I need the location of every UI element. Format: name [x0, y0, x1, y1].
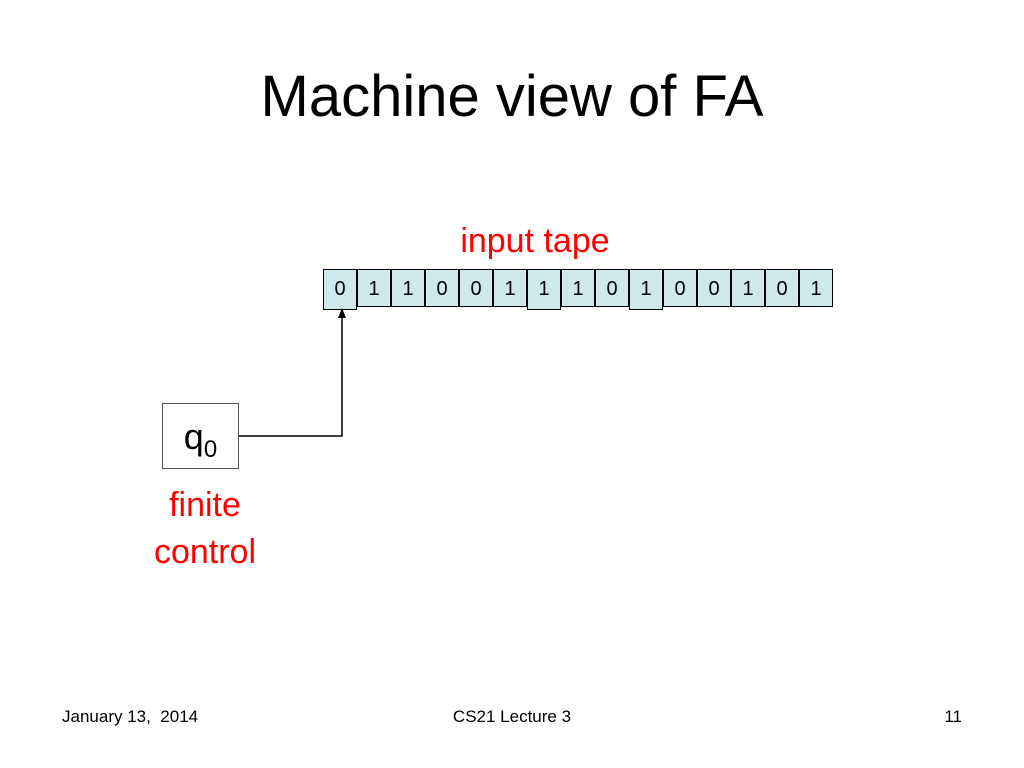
tape-cell: 0: [425, 269, 459, 307]
footer-page-number: 11: [944, 707, 962, 726]
finite-control-state: q0: [162, 403, 239, 469]
tape-cell: 0: [697, 269, 731, 307]
tape-cell: 1: [561, 269, 595, 307]
tape-cell: 0: [663, 269, 697, 307]
finite-control-label-line1: finite: [169, 486, 241, 524]
state-subscript: 0: [203, 436, 218, 463]
tape-cell: 1: [799, 269, 833, 307]
tape-cell: 0: [323, 269, 357, 310]
tape-cell: 1: [731, 269, 765, 307]
tape-cell: 1: [357, 269, 391, 307]
footer-course: CS21 Lecture 3: [452, 707, 572, 726]
tape-cell: 1: [629, 269, 663, 310]
tape-cell: 1: [493, 269, 527, 307]
tape-cell: 0: [459, 269, 493, 307]
tape-cell: 1: [391, 269, 425, 307]
tape-cell: 0: [595, 269, 629, 307]
slide-title: Machine view of FA: [260, 64, 764, 129]
tape-cell: 0: [765, 269, 799, 307]
finite-control-label-line2: control: [153, 533, 257, 571]
state-symbol: q: [183, 416, 204, 457]
input-tape-label: input tape: [460, 222, 610, 260]
finite-control-label: finite control: [130, 482, 280, 576]
footer-date: January 13, 2014: [62, 707, 199, 726]
tape-cell: 1: [527, 269, 561, 310]
